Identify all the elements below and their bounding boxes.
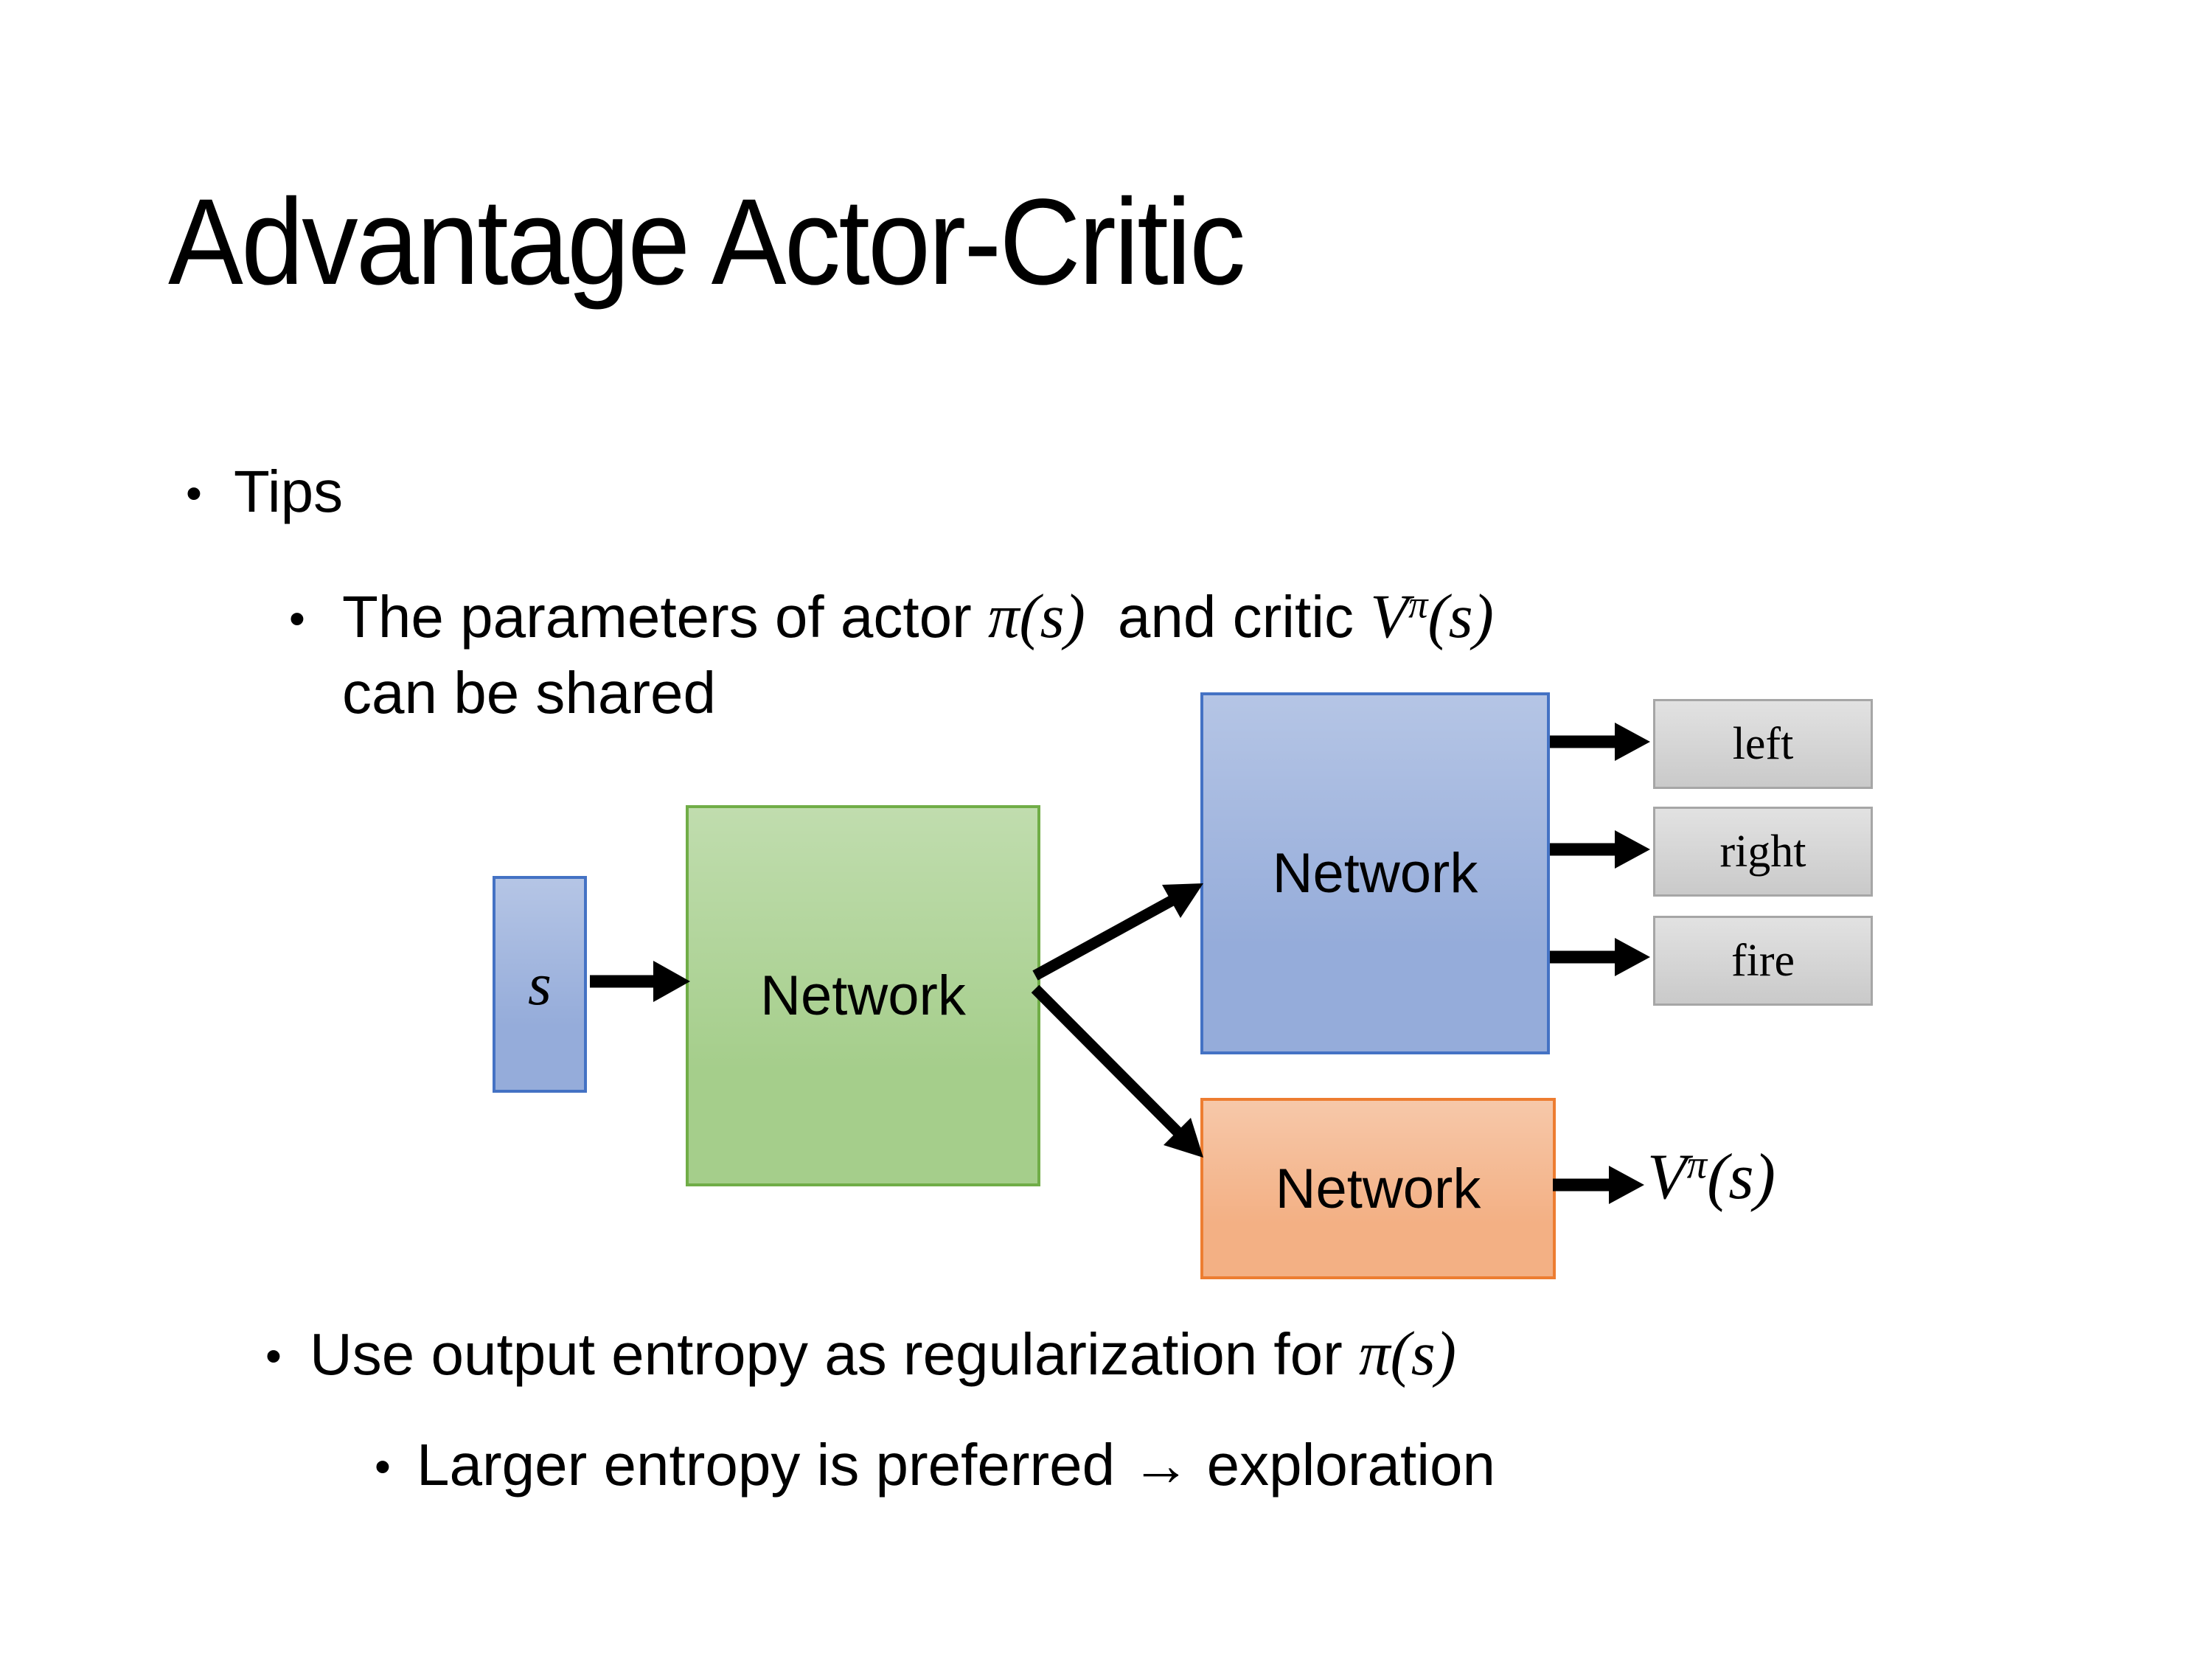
bullet-parameters-shared-line2: can be shared xyxy=(342,658,716,728)
arrow-shared-to-critic-network xyxy=(1031,984,1203,1158)
arrow-state-to-shared-network xyxy=(590,961,690,1002)
entropy-text: Use output entropy as regularization for xyxy=(310,1321,1360,1387)
bullet-dot: • xyxy=(265,1331,282,1382)
value-sup-pi: π xyxy=(1686,1141,1708,1187)
and-critic-text: and critic xyxy=(1117,584,1371,650)
critic-network-box: Network xyxy=(1200,1098,1556,1279)
state-box: s xyxy=(493,876,587,1093)
bullet-larger-entropy: • Larger entropy is preferred → explorati… xyxy=(375,1430,1495,1500)
action-right-label: right xyxy=(1719,826,1806,877)
critic-network-label: Network xyxy=(1275,1157,1481,1220)
can-be-shared-text: can be shared xyxy=(342,660,717,726)
shared-network-box: Network xyxy=(686,805,1040,1186)
shared-network-label: Network xyxy=(760,964,966,1027)
critic-value-math: Vπ(s) xyxy=(1370,582,1494,651)
bullet-tips: • Tips xyxy=(186,457,343,526)
larger-entropy-text: Larger entropy is preferred → exploratio… xyxy=(417,1432,1495,1498)
arrow-actor-to-right xyxy=(1550,830,1650,869)
bullet-dot: • xyxy=(186,468,202,520)
arrow-shared-to-actor-network xyxy=(1032,883,1203,981)
parameters-text: The parameters of actor xyxy=(342,584,988,650)
value-sup-pi: π xyxy=(1408,583,1428,627)
action-box-right: right xyxy=(1653,807,1873,897)
bullet-entropy-regularization: • Use output entropy as regularization fo… xyxy=(265,1317,1456,1391)
bullet-dot: • xyxy=(375,1441,391,1493)
arrow-critic-to-value xyxy=(1553,1166,1644,1204)
value-V: V xyxy=(1647,1141,1687,1213)
policy-math: π(s) xyxy=(1359,1319,1456,1388)
action-box-fire: fire xyxy=(1653,916,1873,1006)
arrow-actor-to-left xyxy=(1550,723,1650,761)
state-label: s xyxy=(528,950,552,1018)
bullet-dot: • xyxy=(289,594,305,645)
slide-title: Advantage Actor-Critic xyxy=(168,174,1245,310)
action-box-left: left xyxy=(1653,699,1873,789)
bullet-parameters-shared: •The parameters of actor π(s)and critic … xyxy=(289,580,1494,653)
actor-policy-math: π(s) xyxy=(987,582,1085,651)
value-V: V xyxy=(1370,582,1409,651)
actor-network-label: Network xyxy=(1272,842,1478,905)
action-left-label: left xyxy=(1732,718,1794,769)
critic-value-output: Vπ(s) xyxy=(1647,1140,1775,1214)
arrow-actor-to-fire xyxy=(1550,938,1650,976)
actor-network-box: Network xyxy=(1200,692,1550,1054)
value-args: (s) xyxy=(1427,582,1494,651)
action-fire-label: fire xyxy=(1731,935,1795,986)
tips-text: Tips xyxy=(234,459,344,524)
value-args: (s) xyxy=(1707,1141,1775,1213)
